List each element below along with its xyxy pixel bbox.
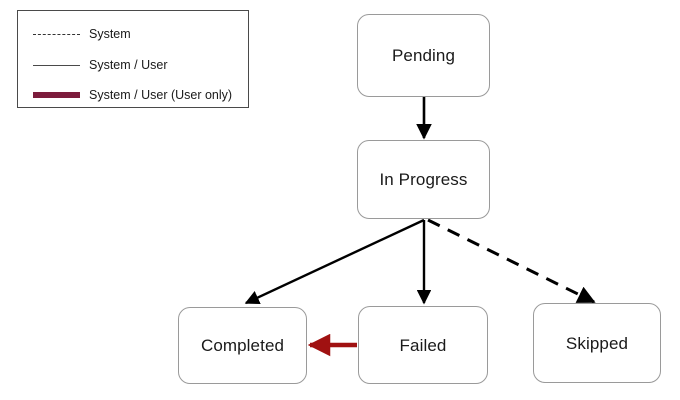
- node-skipped-label: Skipped: [565, 333, 629, 353]
- node-skipped[interactable]: Skipped: [533, 303, 661, 383]
- node-completed[interactable]: Completed: [178, 307, 307, 384]
- node-in-progress[interactable]: In Progress: [357, 140, 490, 219]
- node-pending-label: Pending: [391, 46, 456, 65]
- node-failed[interactable]: Failed: [358, 306, 488, 384]
- legend-item-user-only: System / User (User only): [18, 84, 248, 106]
- node-completed-label: Completed: [200, 336, 285, 355]
- edge-in-progress-to-completed: [244, 218, 425, 305]
- legend-item-user-only-label: System / User (User only): [89, 88, 233, 102]
- legend-item-system-label: System: [89, 27, 131, 41]
- node-failed-label: Failed: [399, 335, 447, 355]
- thick-line-icon: [33, 89, 80, 101]
- node-pending[interactable]: Pending: [357, 14, 490, 97]
- legend-panel: System System / User System / User (User…: [17, 10, 249, 108]
- legend-item-system: System: [18, 23, 248, 45]
- legend-item-system-user-label: System / User: [89, 58, 168, 72]
- node-in-progress-label: In Progress: [379, 170, 468, 189]
- edge-in-progress-to-skipped: [427, 218, 596, 304]
- legend-item-system-user: System / User: [18, 54, 248, 76]
- solid-line-icon: [33, 59, 80, 71]
- dashed-line-icon: [33, 28, 80, 40]
